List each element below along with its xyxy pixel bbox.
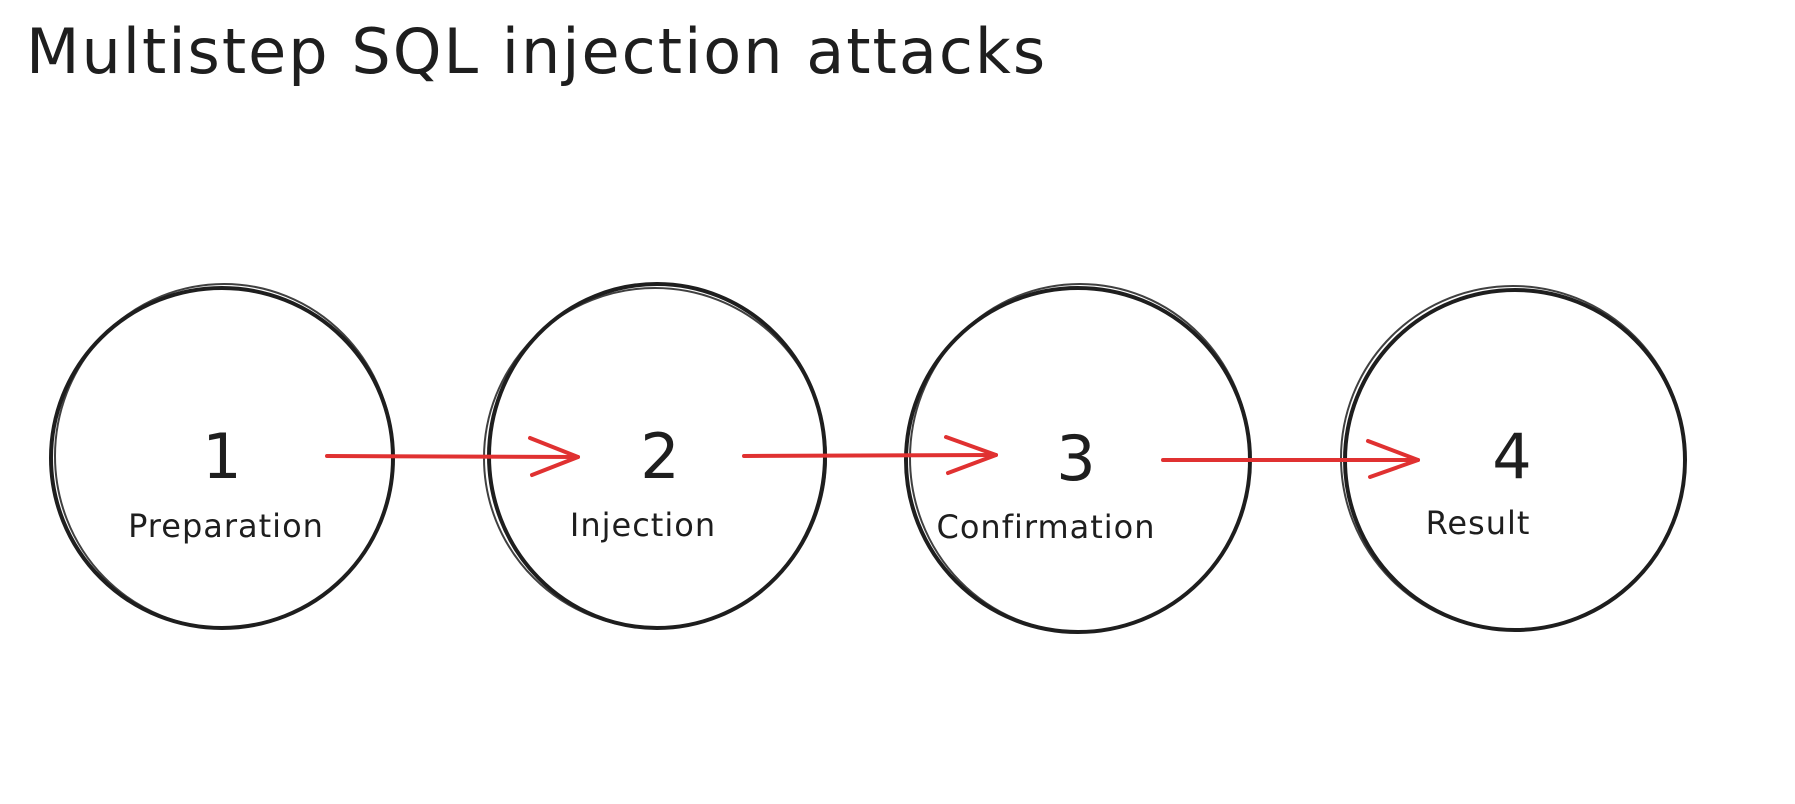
step-label-2: Injection bbox=[570, 506, 716, 544]
step-number-1: 1 bbox=[202, 420, 241, 493]
arrow-2-to-3 bbox=[742, 435, 998, 475]
step-label-4: Result bbox=[1426, 504, 1531, 542]
step-number-4: 4 bbox=[1492, 420, 1531, 493]
step-node-1: 1 Preparation bbox=[49, 283, 395, 630]
arrow-3-to-4 bbox=[1161, 439, 1420, 479]
step-number-2: 2 bbox=[640, 420, 679, 493]
step-node-3: 3 Confirmation bbox=[904, 283, 1252, 634]
step-number-3: 3 bbox=[1056, 422, 1095, 495]
arrow-1-to-2 bbox=[325, 436, 580, 477]
step-label-3: Confirmation bbox=[936, 508, 1155, 546]
step-label-1: Preparation bbox=[128, 507, 324, 545]
diagram-title: Multistep SQL injection attacks bbox=[26, 15, 1048, 88]
